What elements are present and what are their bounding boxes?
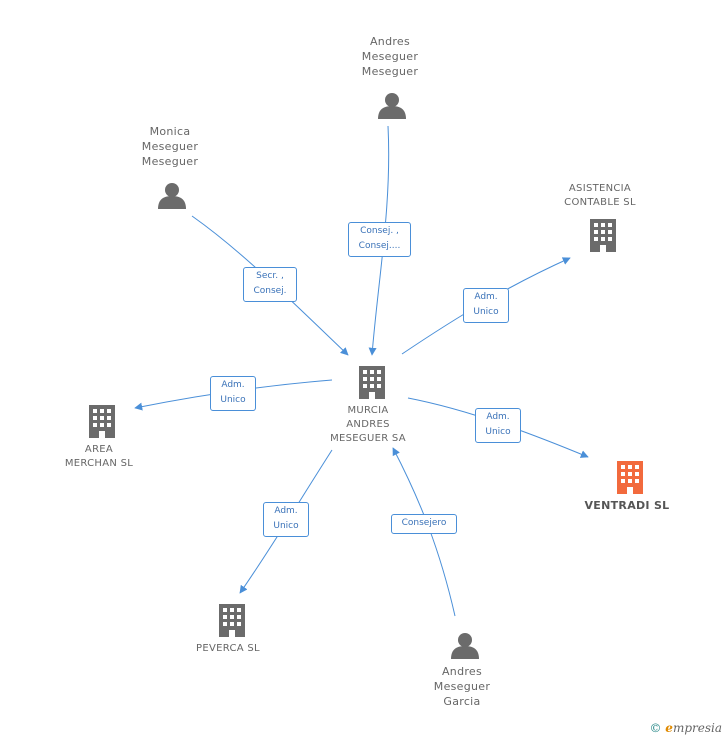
- node-label-monica[interactable]: Monica Meseguer Meseguer: [120, 124, 220, 169]
- node-label-line: MURCIA: [347, 405, 389, 416]
- node-label-line: AREA: [84, 444, 114, 455]
- node-label-line: Andres: [441, 665, 483, 678]
- edge-label-center-to-peverca[interactable]: Adm. Unico: [263, 502, 309, 537]
- building-icon: [617, 461, 643, 494]
- node-label-line: ANDRES: [346, 419, 390, 430]
- node-label-center[interactable]: MURCIA ANDRES MESEGUER SA: [318, 404, 418, 446]
- watermark: © empresia: [649, 721, 722, 735]
- node-label-line: Meseguer: [361, 65, 419, 78]
- edge-label-center-to-asistencia[interactable]: Adm. Unico: [463, 288, 509, 323]
- edge-label-line: Adm.: [274, 506, 298, 516]
- node-label-line: Meseguer: [141, 155, 199, 168]
- copyright-icon: ©: [649, 721, 662, 735]
- node-label-line: Garcia: [443, 695, 481, 708]
- edge-label-center-to-area[interactable]: Adm. Unico: [210, 376, 256, 411]
- node-label-line: Meseguer: [361, 50, 419, 63]
- brand-logo-text: mpresia: [672, 721, 722, 735]
- person-icon: [378, 93, 406, 119]
- edge-label-line: Adm.: [486, 412, 510, 422]
- brand-logo-initial: e: [665, 721, 673, 735]
- person-icon: [451, 633, 479, 659]
- node-label-line: Monica: [149, 125, 191, 138]
- node-label-ventradi[interactable]: VENTRADI SL: [572, 498, 682, 513]
- node-label-line: CONTABLE SL: [564, 197, 636, 208]
- edge-label-andres-to-center[interactable]: Consej. , Consej....: [348, 222, 411, 257]
- edge-label-center-to-ventradi[interactable]: Adm. Unico: [475, 408, 521, 443]
- node-label-line: Meseguer: [141, 140, 199, 153]
- edge-label-line: Adm.: [474, 292, 498, 302]
- node-label-asistencia[interactable]: ASISTENCIA CONTABLE SL: [545, 182, 655, 210]
- edge-label-line: Unico: [473, 307, 499, 317]
- edge-label-line: Unico: [485, 427, 511, 437]
- building-icon: [590, 219, 616, 252]
- edge-label-line: Consejero: [401, 518, 447, 528]
- node-label-area-merchan[interactable]: AREA MERCHAN SL: [49, 443, 149, 471]
- edge-label-line: Consej. ,: [360, 226, 399, 236]
- building-icon: [359, 366, 385, 399]
- node-label-peverca[interactable]: PEVERCA SL: [178, 642, 278, 656]
- node-label-line: MERCHAN SL: [64, 458, 134, 469]
- edge-label-garcia-to-center[interactable]: Consejero: [391, 514, 457, 534]
- node-label-line: PEVERCA SL: [196, 643, 260, 654]
- node-label-line: VENTRADI SL: [584, 499, 670, 512]
- edge-label-line: Secr. ,: [256, 271, 284, 281]
- edge-label-line: Consej.: [253, 286, 287, 296]
- building-icon: [89, 405, 115, 438]
- node-label-line: MESEGUER SA: [330, 433, 406, 444]
- person-icon: [158, 183, 186, 209]
- edge-label-monica-to-center[interactable]: Secr. , Consej.: [243, 267, 297, 302]
- node-label-andres-garcia[interactable]: Andres Meseguer Garcia: [412, 664, 512, 709]
- node-label-line: Meseguer: [433, 680, 491, 693]
- node-label-line: ASISTENCIA: [568, 183, 632, 194]
- building-icon: [219, 604, 245, 637]
- edge-label-line: Adm.: [221, 380, 245, 390]
- edge-label-line: Unico: [220, 395, 246, 405]
- edge-label-line: Unico: [273, 521, 299, 531]
- edge-label-line: Consej....: [358, 241, 401, 251]
- node-label-line: Andres: [369, 35, 411, 48]
- node-label-andres-meseguer-meseguer[interactable]: Andres Meseguer Meseguer: [340, 34, 440, 79]
